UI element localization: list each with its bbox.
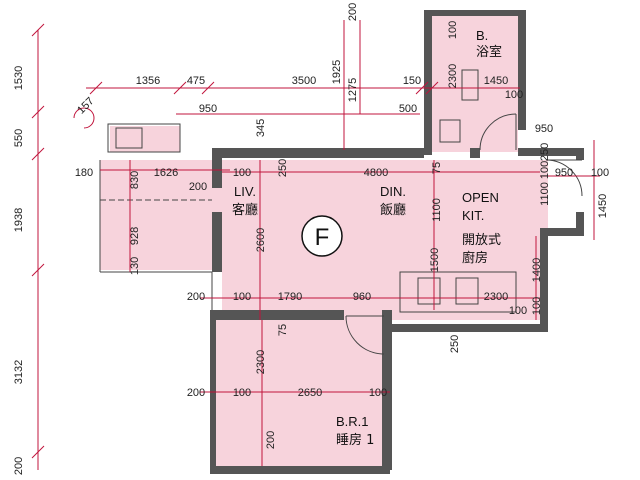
dining-label-zh: 飯廳 <box>380 202 406 218</box>
dim-top-500: 500 <box>399 103 417 115</box>
dim-100-e: 100 <box>369 387 387 399</box>
dim-1100-b: 1100 <box>539 182 551 206</box>
dim-top-100-a: 100 <box>447 21 459 39</box>
dim-top-1356: 1356 <box>136 75 160 87</box>
unit-label: F <box>315 224 330 251</box>
dim-250-a: 250 <box>277 159 289 177</box>
unit-marker: F <box>301 215 343 257</box>
dim-75-a: 75 <box>431 162 443 174</box>
dim-1790: 1790 <box>278 291 302 303</box>
dim-830: 830 <box>129 171 141 189</box>
dim-100-b: 100 <box>233 291 251 303</box>
walls <box>210 10 584 474</box>
dim-950-b: 950 <box>555 167 573 179</box>
dim-2300-a: 2300 <box>484 291 508 303</box>
room-labels: B. 浴室 LIV. 客廳 DIN. 飯廳 OPEN KIT. 開放式 廚房 B… <box>232 28 502 448</box>
dim-top-150: 150 <box>403 75 421 87</box>
dim-1626: 1626 <box>154 167 178 179</box>
dim-left-1938: 1938 <box>13 208 25 232</box>
dim-left-1530: 1530 <box>13 66 25 90</box>
dim-top-100-b: 100 <box>505 89 523 101</box>
right-dimensions: 950 250 100 950 100 1100 1450 1400 100 <box>531 123 609 315</box>
dim-1100: 1100 <box>431 198 443 222</box>
dim-200-a: 200 <box>189 181 207 193</box>
dimension-lines <box>31 20 600 470</box>
dim-4800: 4800 <box>364 167 388 179</box>
kitchen-label-zh-1: 開放式 <box>462 233 501 248</box>
dim-top-200: 200 <box>347 3 359 21</box>
dining-label-en: DIN. <box>380 184 406 199</box>
bedroom-floor <box>214 320 390 470</box>
dim-180: 180 <box>75 167 93 179</box>
dim-2650: 2650 <box>298 387 322 399</box>
bedroom-label-en: B.R.1 <box>336 414 369 429</box>
bathroom-label-en: B. <box>476 28 488 43</box>
dim-top-950: 950 <box>199 103 217 115</box>
dim-950-a: 950 <box>535 123 553 135</box>
floor-areas <box>100 16 548 470</box>
fixtures <box>99 69 583 355</box>
bathroom-label-zh: 浴室 <box>476 44 502 60</box>
kitchen-label-zh-2: 廚房 <box>462 250 488 266</box>
dim-960: 960 <box>353 291 371 303</box>
dim-left-550: 550 <box>13 129 25 147</box>
kitchen-label-en-1: OPEN <box>462 190 499 205</box>
dim-100-a: 100 <box>233 167 251 179</box>
dim-100-g: 100 <box>591 167 609 179</box>
dim-1500: 1500 <box>429 248 441 272</box>
dim-100-c: 100 <box>509 305 527 317</box>
dim-2300-b: 2300 <box>255 350 267 374</box>
dim-250-b: 250 <box>449 335 461 353</box>
living-label-en: LIV. <box>234 184 256 199</box>
dim-75-b: 75 <box>277 324 289 336</box>
dim-200-b: 200 <box>187 291 205 303</box>
dim-top-1450: 1450 <box>484 75 508 87</box>
dim-top-475: 475 <box>187 75 205 87</box>
dim-top-345: 345 <box>255 119 267 137</box>
dim-top-2300: 2300 <box>447 64 459 88</box>
dim-left-200: 200 <box>13 457 25 475</box>
bathroom-floor <box>432 16 518 152</box>
dim-left-3132: 3132 <box>13 360 25 384</box>
left-dimensions: 1530 550 1938 3132 200 <box>13 66 25 475</box>
dim-2600: 2600 <box>255 228 267 252</box>
dim-100-f: 100 <box>539 161 551 179</box>
dim-1400: 1400 <box>531 258 543 282</box>
bedroom-label-zh: 睡房 1 <box>336 432 374 448</box>
dim-top-3500: 3500 <box>292 75 316 87</box>
dim-250-c: 250 <box>539 143 551 161</box>
dim-top-1275: 1275 <box>347 78 359 102</box>
kitchen-label-en-2: KIT. <box>462 208 484 223</box>
dim-100-h: 100 <box>531 297 543 315</box>
dim-928: 928 <box>129 227 141 245</box>
dim-200-c: 200 <box>187 387 205 399</box>
living-label-zh: 客廳 <box>232 202 258 218</box>
dim-200-d: 200 <box>265 431 277 449</box>
dim-100-d: 100 <box>233 387 251 399</box>
dim-1450-b: 1450 <box>597 194 609 218</box>
dim-130: 130 <box>129 257 141 275</box>
inner-dimensions: 180 830 1626 100 250 4800 75 200 928 130… <box>75 159 527 449</box>
living-dining-floor <box>222 160 548 320</box>
balcony-floor <box>100 160 222 270</box>
dim-top-1925: 1925 <box>331 60 343 84</box>
